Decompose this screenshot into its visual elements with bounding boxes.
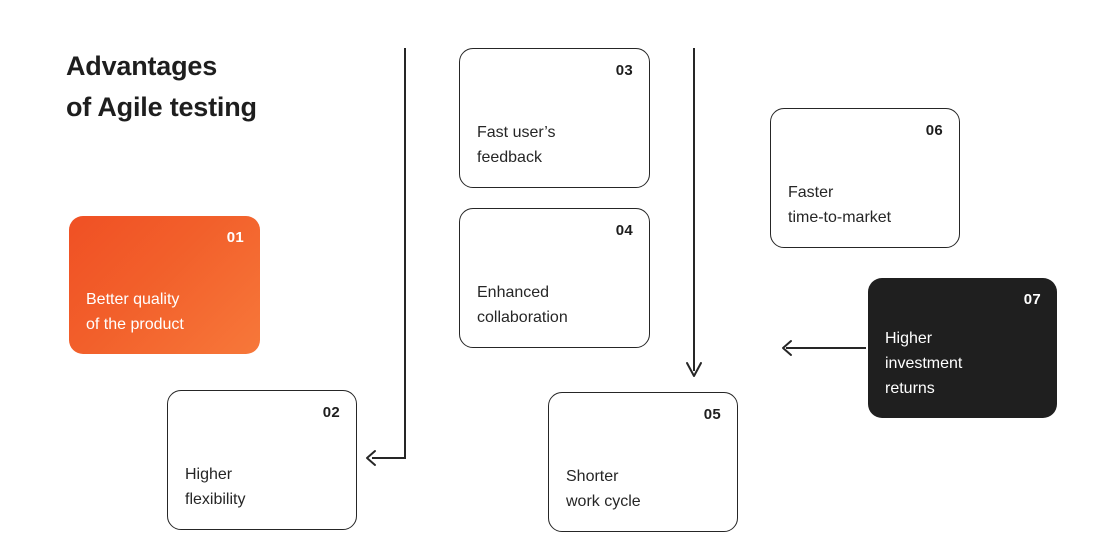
card-label: Shorter work cycle [566, 468, 641, 510]
card-label: Faster time-to-market [788, 184, 892, 226]
card-number-badge: 03 [615, 62, 633, 79]
arrow-head-icon [686, 362, 702, 377]
card-number-badge: 02 [322, 404, 340, 421]
card-number-badge: 06 [925, 122, 943, 139]
arrow-left-from-card-07 [782, 340, 866, 356]
card-label: Enhanced collaboration [477, 284, 568, 326]
arrow-head-icon [782, 340, 792, 356]
card-label: Fast user’s feedback [477, 124, 556, 166]
arrow-down-to-card-05 [686, 48, 702, 377]
card-number-badge: 07 [1023, 291, 1041, 308]
card-number-badge: 05 [703, 406, 721, 423]
card-label: Better quality of the product [86, 291, 184, 333]
page-title: Advantages of Agile testing [66, 51, 257, 122]
arrow-head-icon [366, 450, 376, 466]
card-number-badge: 04 [615, 222, 633, 239]
card-label: Higher investment returns [885, 330, 963, 397]
card-label: Higher flexibility [185, 466, 246, 508]
card-number-badge: 01 [226, 229, 244, 246]
